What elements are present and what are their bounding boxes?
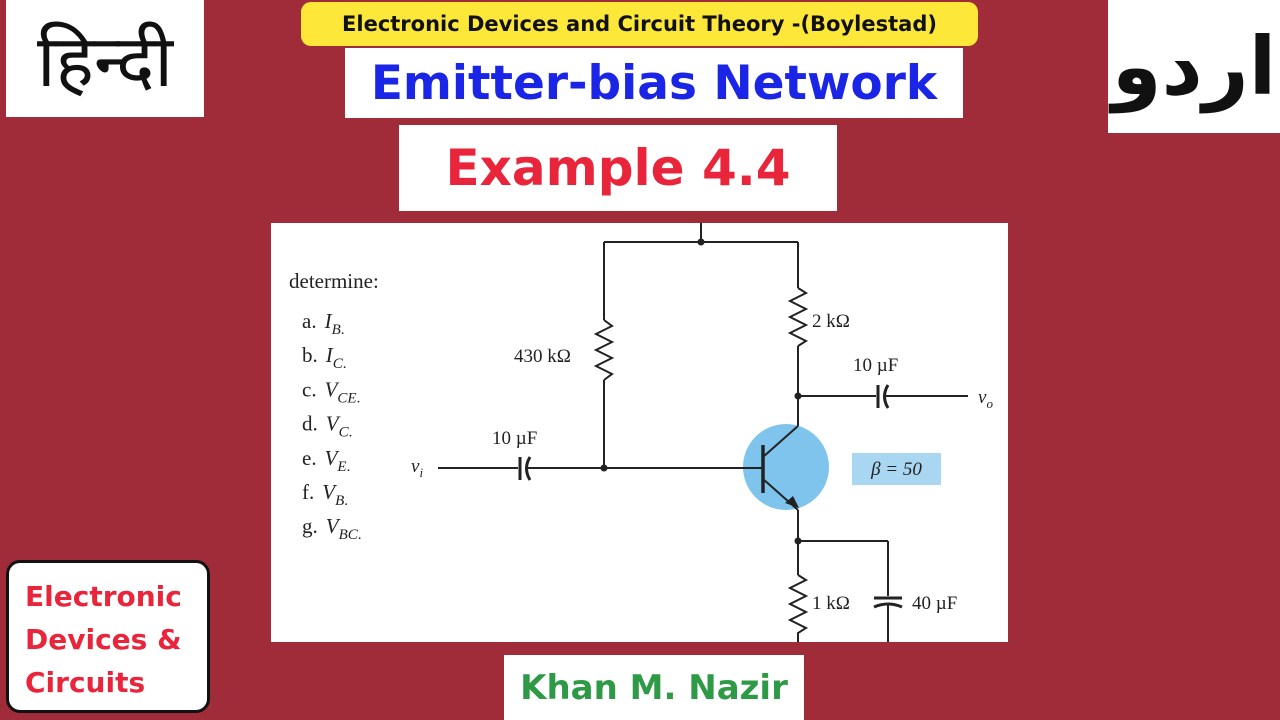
logo-line-2: Devices & <box>25 623 182 656</box>
cout-label: 10 µF <box>853 355 898 376</box>
subject-logo: Electronic Devices & Circuits <box>6 560 210 713</box>
problem-item: g.VBC. <box>302 514 362 543</box>
logo-line-1: Electronic <box>25 580 182 613</box>
urdu-language-badge: اردو <box>1108 0 1280 133</box>
vi-label: vi <box>411 456 423 480</box>
cin-label: 10 µF <box>492 428 537 449</box>
hindi-label: हिन्दी <box>36 18 173 103</box>
topic-title-box: Emitter-bias Network <box>345 48 963 118</box>
cin-plate-right <box>525 456 532 481</box>
problem-prompt: determine: <box>289 269 379 293</box>
emitter-bias-circuit: determine: a.IB. b.IC. c.VCE. d.VC. e.VE. f.V… <box>289 223 993 642</box>
problem-item: e.VE. <box>302 446 350 475</box>
logo-line-3: Circuits <box>25 666 146 699</box>
example-title: Example 4.4 <box>445 139 791 197</box>
rb-resistor <box>593 319 615 381</box>
rb-label: 430 kΩ <box>514 346 571 367</box>
rc-resistor <box>787 287 809 347</box>
circuit-diagram-panel: determine: a.IB. b.IC. c.VCE. d.VC. e.VE. f.V… <box>271 223 1008 642</box>
problem-item: b.IC. <box>302 343 347 372</box>
problem-item: a.IB. <box>302 309 345 338</box>
top-node <box>697 238 705 246</box>
beta-label: β = 50 <box>870 459 922 480</box>
beta-box <box>852 453 941 485</box>
problem-item: f.VB. <box>302 480 348 509</box>
re-label: 1 kΩ <box>812 593 850 614</box>
course-title-banner: Electronic Devices and Circuit Theory -(… <box>301 2 978 46</box>
transistor-collector-lead <box>762 425 799 458</box>
example-title-box: Example 4.4 <box>399 125 837 211</box>
problem-item: c.VCE. <box>302 377 360 406</box>
topic-title: Emitter-bias Network <box>370 55 938 111</box>
base-node <box>600 464 608 472</box>
cout-plate-right <box>883 384 890 409</box>
ce-plate-bottom <box>873 602 903 609</box>
problem-item: d.VC. <box>302 412 352 441</box>
hindi-language-badge: हिन्दी <box>6 0 204 117</box>
author-name: Khan M. Nazir <box>520 667 788 708</box>
ce-label: 40 µF <box>912 593 957 614</box>
vo-label: vo <box>978 387 993 411</box>
author-box: Khan M. Nazir <box>504 655 804 720</box>
urdu-label: اردو <box>1111 20 1277 113</box>
problem-items: a.IB. b.IC. c.VCE. d.VC. e.VE. f.VB. g.VBC. <box>302 309 362 543</box>
rc-label: 2 kΩ <box>812 311 850 332</box>
emitter-arrow-icon <box>785 496 799 508</box>
re-resistor <box>787 574 809 642</box>
